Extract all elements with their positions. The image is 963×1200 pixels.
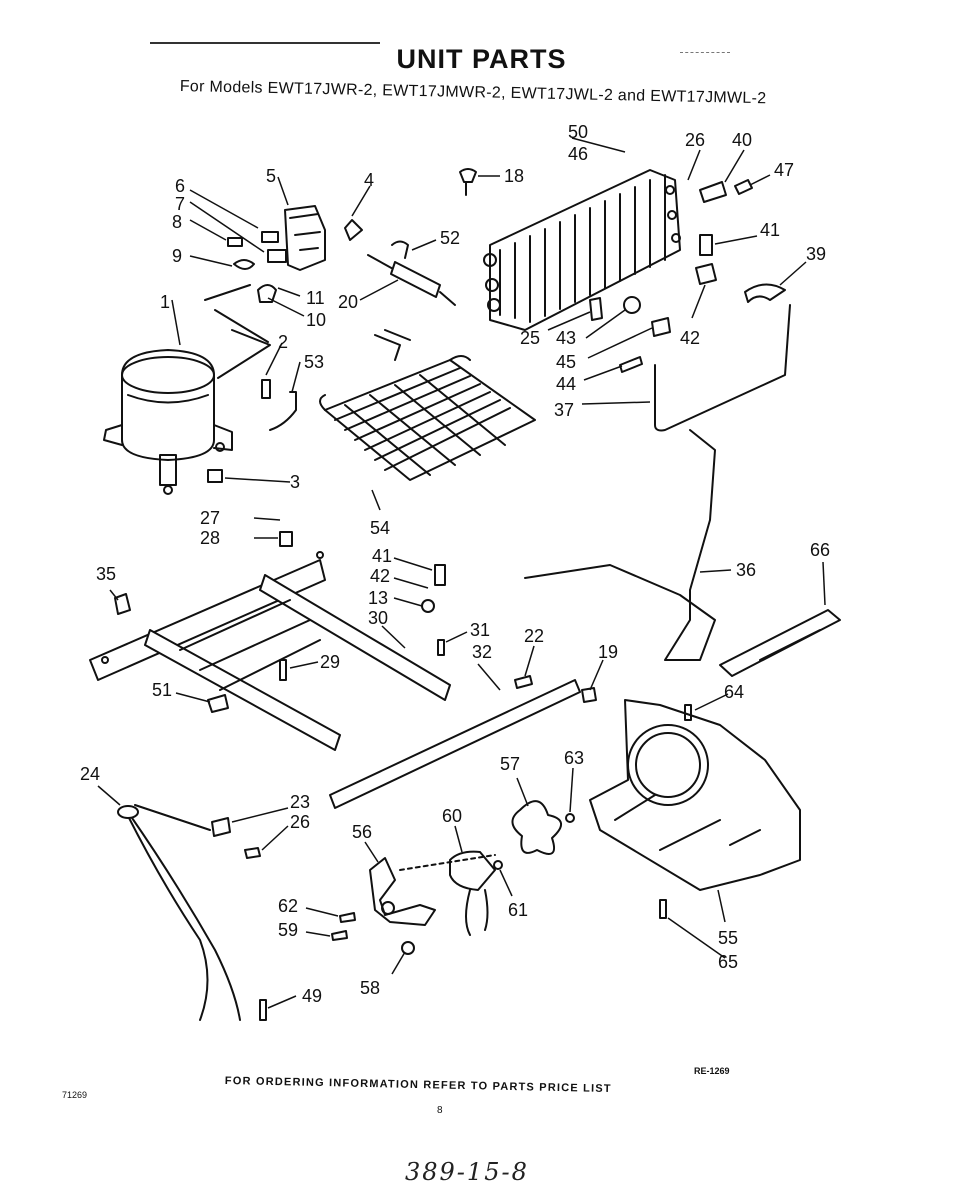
callout-26-upper: 26 [685,130,705,150]
callout-41-lower: 41 [372,546,392,566]
fan-shroud-drawing [589,699,801,891]
callout-5: 5 [266,166,276,186]
drier-drawing [367,240,456,306]
callout-24: 24 [80,764,100,784]
callout-labels: 1 2 3 4 5 6 7 8 9 10 11 13 18 19 20 22 2… [80,122,830,1006]
callout-60: 60 [442,806,462,826]
callout-50: 50 [568,122,588,142]
callout-31: 31 [470,620,490,640]
relay-box-drawing [204,205,363,379]
callout-39: 39 [806,244,826,264]
callout-6: 6 [175,176,185,196]
callout-42-lower: 42 [370,566,390,586]
top-rule-faint [680,52,730,53]
condenser-drawing [483,169,681,331]
callout-35: 35 [96,564,116,584]
callout-56: 56 [352,822,372,842]
page-number: 8 [437,1105,443,1116]
callout-47: 47 [774,160,794,180]
callout-53: 53 [304,352,324,372]
callout-37: 37 [554,400,574,420]
callout-59: 59 [278,920,298,940]
callout-1: 1 [160,292,170,312]
callout-41-upper: 41 [760,220,780,240]
callout-18: 18 [504,166,524,186]
callout-26-lower: 26 [290,812,310,832]
callout-25: 25 [520,328,540,348]
small-parts-right [589,179,786,373]
callout-3: 3 [290,472,300,492]
evaporator-drawing [319,329,536,481]
drawing-code-right: RE-1269 [694,1066,730,1076]
callout-40: 40 [732,130,752,150]
callout-66: 66 [810,540,830,560]
callout-28: 28 [200,528,220,548]
duct-66-drawing [719,609,841,677]
callout-19: 19 [598,642,618,662]
callout-11: 11 [306,288,325,308]
callout-57: 57 [500,754,520,774]
callout-58: 58 [360,978,380,998]
callout-43: 43 [556,328,576,348]
page-title: UNIT PARTS [396,44,567,74]
callout-52: 52 [440,228,460,248]
callout-62: 62 [278,896,298,916]
harness-24-drawing [124,804,241,1021]
callout-30: 30 [368,608,388,628]
harness-plug [117,805,139,819]
callout-20: 20 [338,292,358,312]
callout-29: 29 [320,652,340,672]
base-frame-drawing [89,551,451,751]
callout-9: 9 [172,246,182,266]
callout-65: 65 [718,952,738,972]
callout-49: 49 [302,986,322,1006]
small-hardware [114,379,692,1021]
callout-13: 13 [368,588,388,608]
callout-10: 10 [306,310,326,330]
callout-8: 8 [172,212,182,232]
callout-42-upper: 42 [680,328,700,348]
rail-32-drawing [329,679,581,809]
callout-54: 54 [370,518,390,538]
callout-27: 27 [200,508,220,528]
drawing-code-left: 71269 [62,1090,88,1100]
callout-46: 46 [568,144,588,164]
callout-64: 64 [724,682,744,702]
callout-61: 61 [508,900,528,920]
callout-7: 7 [175,194,185,214]
callout-23: 23 [290,792,310,812]
callout-55: 55 [718,928,738,948]
callout-4: 4 [364,170,374,190]
fan-motor-drawing [369,800,562,936]
callout-51: 51 [152,680,172,700]
leader-lines [97,137,826,1009]
compressor-drawing [103,349,233,495]
callout-2: 2 [278,332,288,352]
handwritten-note: 389-15-8 [405,1158,529,1186]
top-rule [150,42,380,44]
tube-36-drawing [524,429,716,661]
callout-32: 32 [472,642,492,662]
callout-44: 44 [556,374,576,394]
callout-45: 45 [556,352,576,372]
callout-36: 36 [736,560,756,580]
grommet-drawing [459,168,477,196]
tube-37-drawing [654,304,791,432]
callout-63: 63 [564,748,584,768]
callout-22: 22 [524,626,544,646]
